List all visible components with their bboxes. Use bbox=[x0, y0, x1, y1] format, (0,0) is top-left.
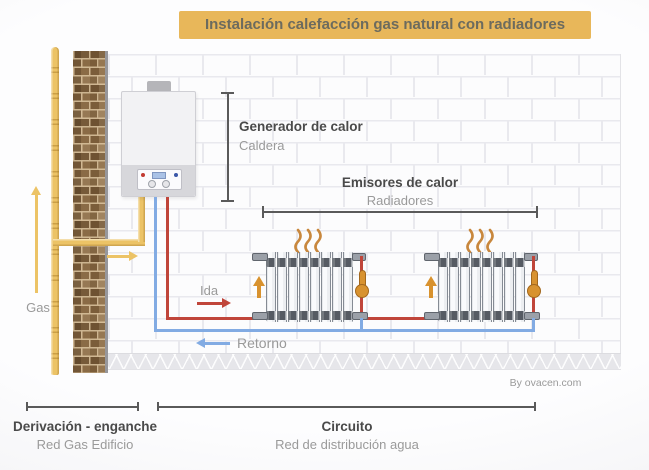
branch-label: Derivación - enganche bbox=[12, 419, 158, 434]
return-flow-label: Retorno bbox=[237, 335, 287, 351]
radiator-top-right-fitting bbox=[352, 253, 366, 261]
generator-bracket-cap bbox=[221, 200, 234, 202]
radiator-top-left-fitting bbox=[252, 253, 268, 261]
circuit-dimension-tick bbox=[157, 402, 159, 411]
diagram-title: Instalación calefacción gas natural con … bbox=[179, 11, 591, 39]
credit-text: By ovacen.com bbox=[509, 377, 582, 389]
heat-waves-icon bbox=[466, 228, 494, 254]
radiator-2 bbox=[424, 224, 546, 332]
circuit-dimension-line bbox=[158, 406, 536, 408]
radiator-1 bbox=[252, 224, 374, 332]
boiler-knob-icon bbox=[148, 180, 156, 188]
convection-up-arrow-icon bbox=[253, 276, 265, 300]
circuit-dimension-tick bbox=[534, 402, 536, 411]
gas-flow-up-arrow-icon bbox=[31, 186, 41, 294]
radiator-bottom-header bbox=[438, 311, 526, 320]
gas-label: Gas bbox=[26, 300, 50, 315]
radiator-top-right-fitting bbox=[524, 253, 538, 261]
radiator-top-header bbox=[438, 258, 526, 267]
gas-branch-pipe-horizontal bbox=[53, 239, 145, 246]
emitters-label: Emisores de calor bbox=[341, 175, 459, 190]
emitters-bracket-cap bbox=[536, 206, 538, 218]
branch-sublabel: Red Gas Edificio bbox=[36, 437, 134, 452]
supply-flow-right-arrow-icon bbox=[197, 298, 231, 308]
generator-bracket-line bbox=[227, 93, 229, 202]
return-pipe-vertical bbox=[154, 197, 157, 332]
radiator-bottom-header bbox=[266, 311, 354, 320]
radiator-return-drop-pipe bbox=[532, 318, 535, 332]
supply-pipe-vertical bbox=[166, 197, 169, 320]
boiler-flue bbox=[147, 81, 171, 92]
boiler-control-panel bbox=[137, 169, 182, 190]
radiator-top-left-fitting bbox=[424, 253, 440, 261]
thermostatic-valve-icon bbox=[527, 284, 541, 298]
building-brick-column bbox=[73, 51, 108, 373]
emitters-sublabel: Radiadores bbox=[366, 193, 434, 208]
generator-sublabel: Caldera bbox=[239, 138, 285, 153]
circuit-label: Circuito bbox=[321, 419, 373, 434]
thermostatic-valve-icon bbox=[355, 284, 369, 298]
supply-pipe-link bbox=[366, 317, 426, 320]
radiator-inlet-fitting bbox=[252, 312, 268, 320]
generator-label: Generador de calor bbox=[239, 119, 363, 134]
status-led-icon bbox=[174, 173, 178, 177]
return-flow-left-arrow-icon bbox=[196, 338, 230, 348]
radiator-top-header bbox=[266, 258, 354, 267]
convection-up-arrow-icon bbox=[425, 276, 437, 300]
branch-dimension-tick bbox=[26, 402, 28, 411]
supply-pipe-main bbox=[166, 317, 258, 320]
circuit-sublabel: Red de distribución agua bbox=[275, 437, 419, 452]
emitters-bracket-cap bbox=[262, 206, 264, 218]
generator-bracket-cap bbox=[221, 92, 234, 94]
gas-flow-right-arrow-icon bbox=[107, 251, 138, 261]
boiler bbox=[121, 91, 196, 197]
boiler-knob-icon bbox=[162, 180, 170, 188]
branch-dimension-tick bbox=[137, 402, 139, 411]
radiator-return-drop-pipe bbox=[360, 318, 363, 332]
emitters-bracket-line bbox=[263, 211, 538, 213]
power-led-icon bbox=[141, 173, 145, 177]
heat-waves-icon bbox=[294, 228, 322, 254]
radiator-inlet-fitting bbox=[424, 312, 440, 320]
boiler-display bbox=[152, 172, 166, 179]
floor bbox=[108, 353, 621, 370]
branch-dimension-line bbox=[27, 406, 139, 408]
supply-flow-label: Ida bbox=[200, 283, 219, 298]
gas-branch-pipe-to-boiler bbox=[138, 197, 145, 242]
gas-riser-pipe bbox=[51, 47, 59, 375]
return-pipe-main bbox=[154, 329, 535, 332]
